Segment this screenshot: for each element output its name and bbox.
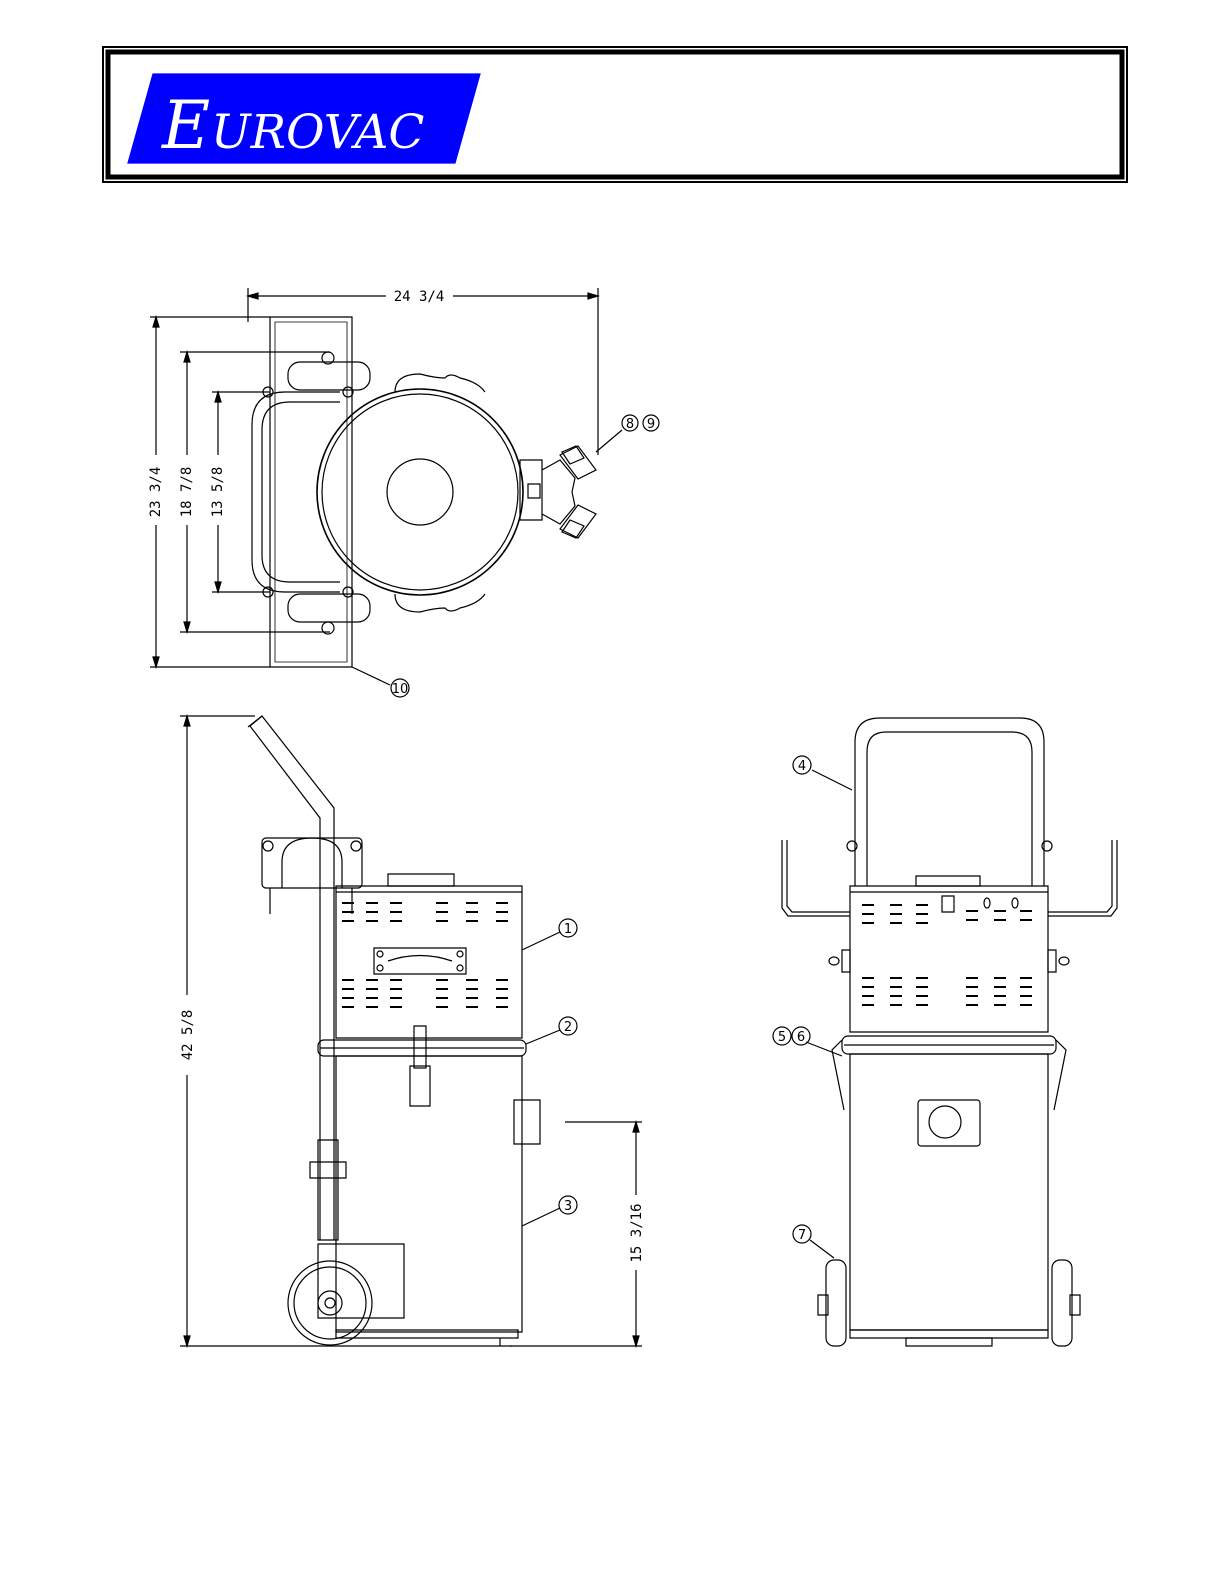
header-banner: E UROVAC (103, 47, 1127, 182)
dim-top-wheel-span: 18 7/8 (179, 467, 195, 518)
callout-4: 4 (798, 759, 806, 774)
dim-top-handle-span: 13 5/8 (210, 467, 226, 518)
logo-rest: UROVAC (211, 105, 424, 160)
callout-9: 9 (647, 417, 655, 432)
top-view: 24 3/4 23 3/4 18 7/8 13 5/8 (148, 288, 659, 697)
callout-7: 7 (798, 1228, 806, 1243)
callout-3: 3 (564, 1199, 572, 1214)
callout-8: 8 (626, 417, 634, 432)
front-view: 4 5 6 7 (773, 718, 1117, 1346)
callout-1: 1 (564, 922, 572, 937)
eurovac-logo: E UROVAC (128, 74, 480, 164)
callout-10: 10 (392, 682, 409, 697)
dim-top-width: 24 3/4 (394, 289, 445, 305)
dim-side-height: 42 5/8 (180, 1010, 196, 1061)
callout-5: 5 (778, 1030, 786, 1045)
dim-side-inlet-height: 15 3/16 (629, 1203, 645, 1262)
dim-top-overall-depth: 23 3/4 (148, 467, 164, 518)
callout-6: 6 (797, 1030, 805, 1045)
callout-2: 2 (564, 1020, 572, 1035)
side-view: 42 5/8 15 3/16 (180, 716, 645, 1346)
logo-initial: E (161, 87, 210, 164)
